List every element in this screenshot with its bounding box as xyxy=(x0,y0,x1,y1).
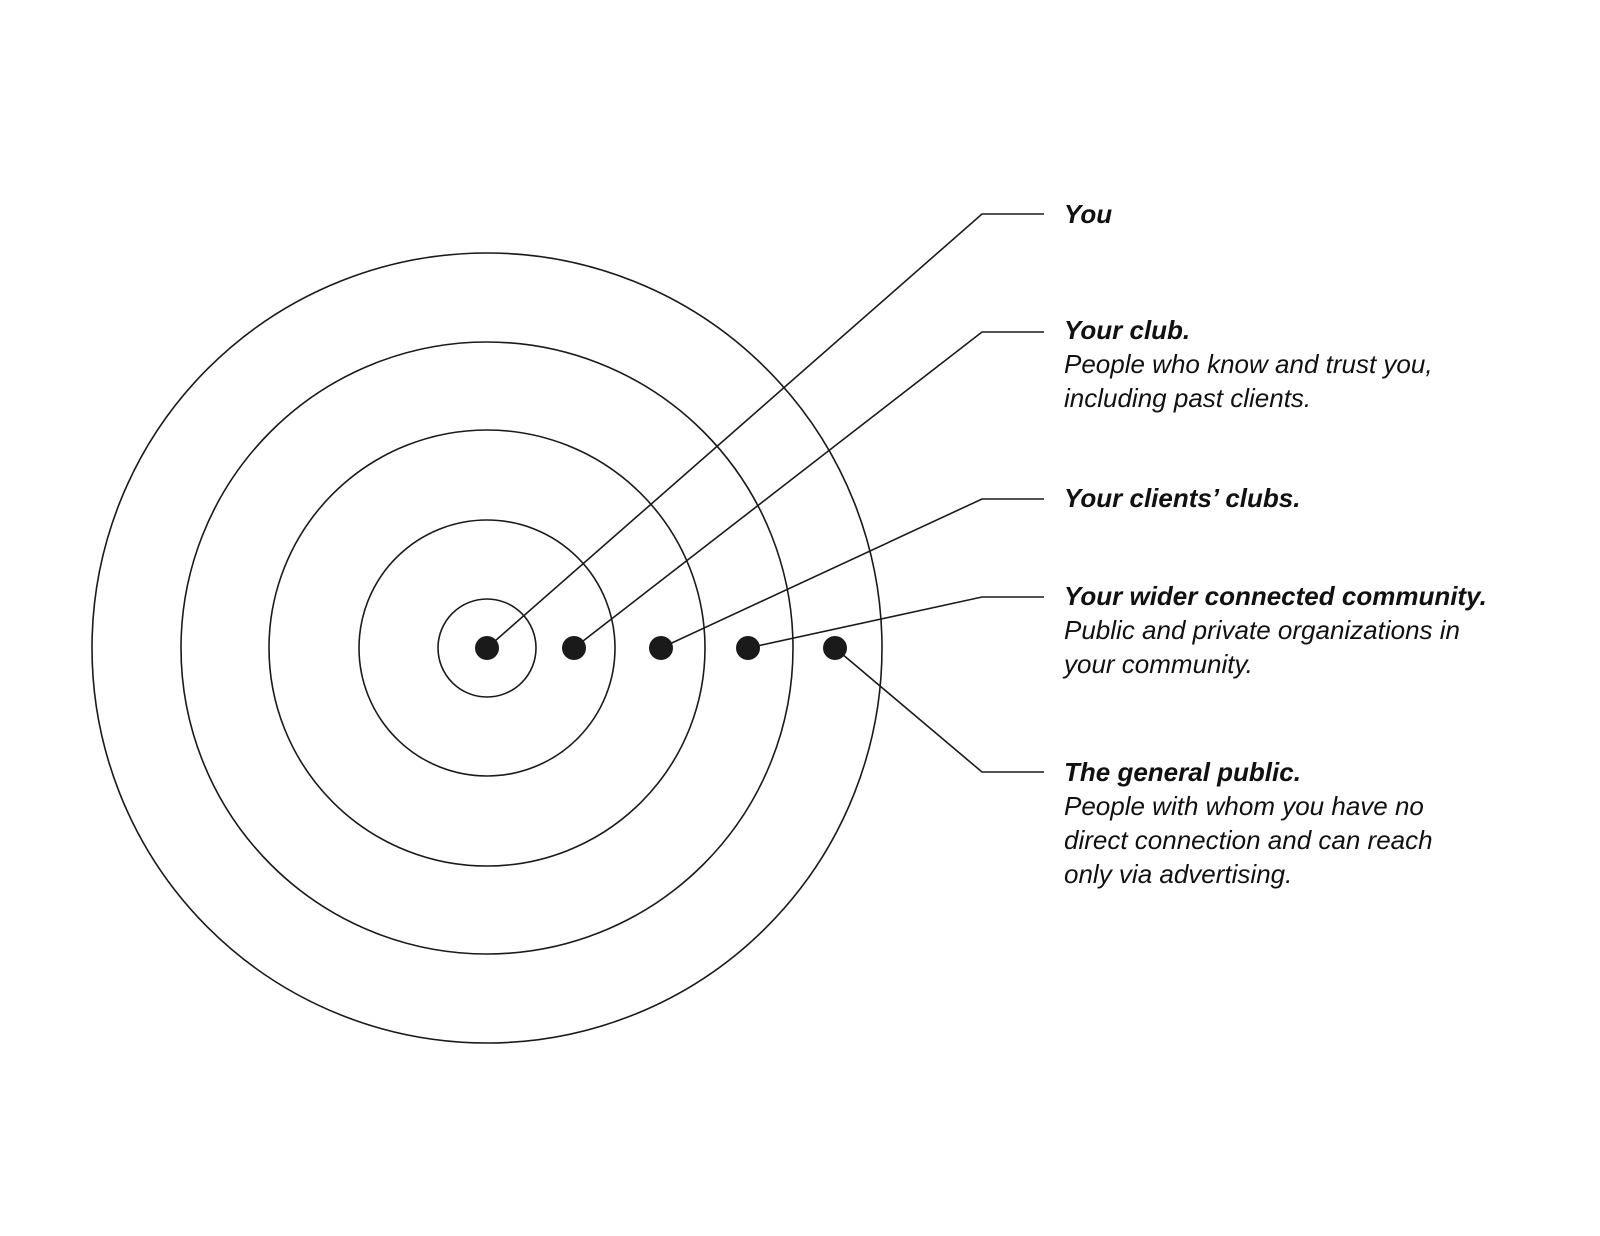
label-description: People with whom you have no direct conn… xyxy=(1064,791,1433,889)
ring-you xyxy=(437,598,537,698)
leader-line-your-club xyxy=(573,331,1044,649)
leader-line-general-public xyxy=(834,647,1044,773)
leader-line-clients-clubs xyxy=(660,498,1044,649)
label-description: People who know and trust you, including… xyxy=(1064,349,1433,413)
dot-clients-clubs xyxy=(649,636,673,660)
label-description: Public and private organizations in your… xyxy=(1064,615,1461,679)
label-title: Your wider connected community. xyxy=(1064,581,1487,611)
ring-clients-clubs xyxy=(268,429,706,867)
ring-wider-community xyxy=(180,341,794,955)
dot-your-club xyxy=(562,636,586,660)
ring-your-club xyxy=(358,519,616,777)
label-your-club: Your club. People who know and trust you… xyxy=(1064,313,1584,415)
label-you: You xyxy=(1064,197,1584,231)
label-title: You xyxy=(1064,199,1113,229)
ring-general-public xyxy=(91,252,883,1044)
dot-general-public xyxy=(823,636,847,660)
dot-wider-community xyxy=(736,636,760,660)
leader-line-you xyxy=(486,213,1044,649)
label-clients-clubs: Your clients’ clubs. xyxy=(1064,481,1584,515)
label-title: Your club. xyxy=(1064,315,1191,345)
label-title: Your clients’ clubs. xyxy=(1064,483,1301,513)
label-wider-community: Your wider connected community. Public a… xyxy=(1064,579,1584,681)
leader-line-wider-community xyxy=(747,596,1044,649)
label-general-public: The general public. People with whom you… xyxy=(1064,755,1584,891)
dot-you xyxy=(475,636,499,660)
label-title: The general public. xyxy=(1064,757,1301,787)
